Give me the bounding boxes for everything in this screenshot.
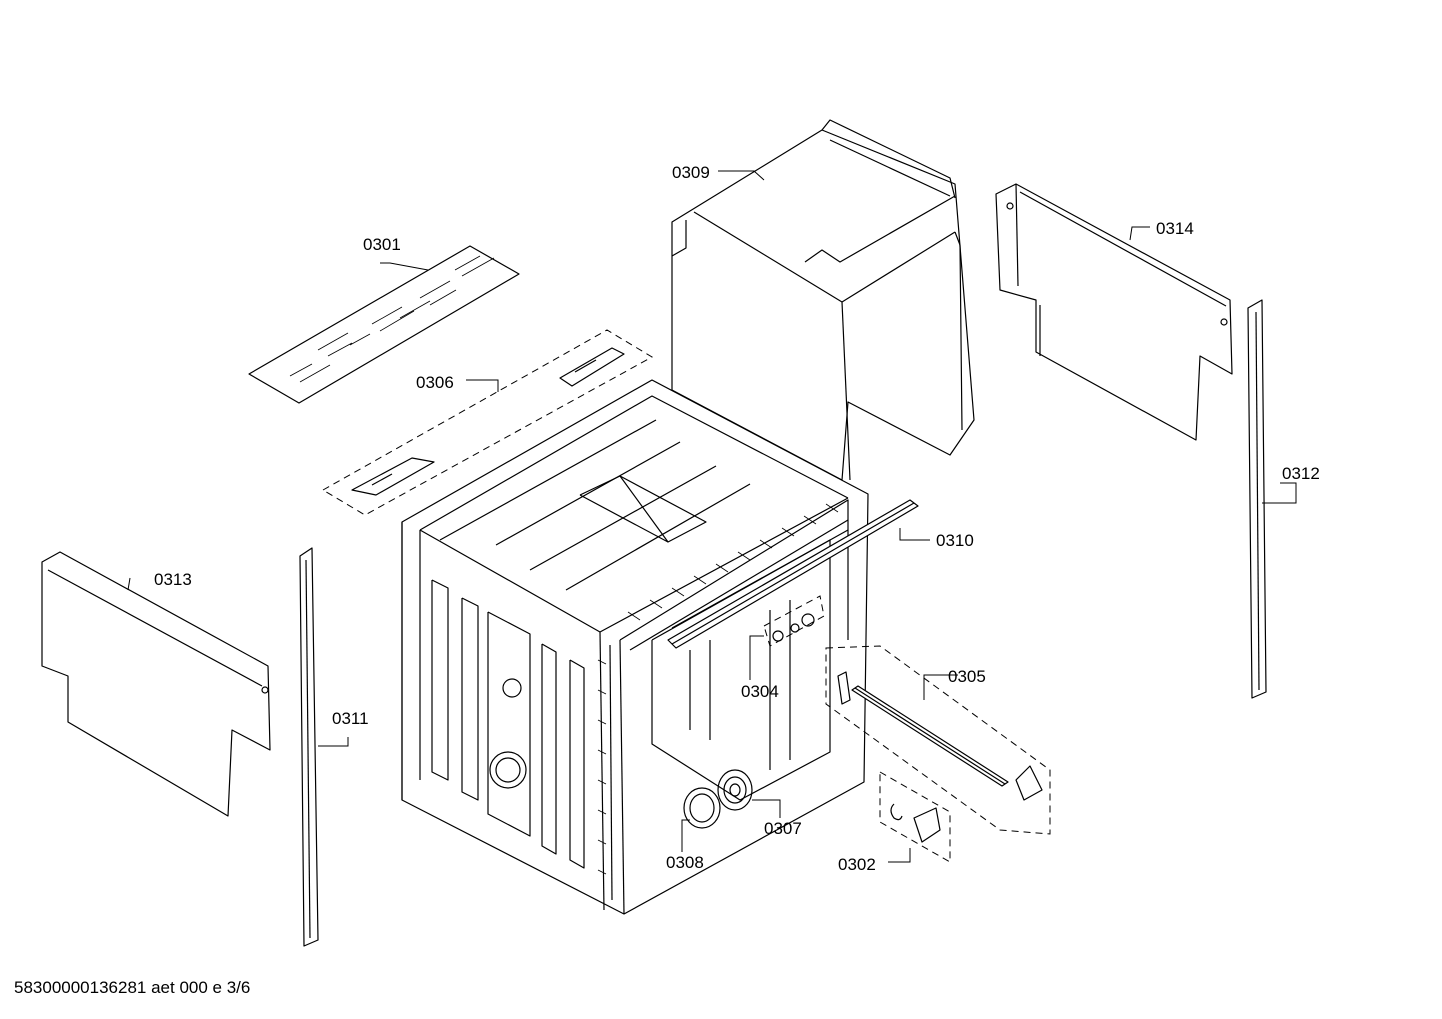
label-0310: 0310 bbox=[936, 531, 974, 550]
part-0301-insulation-mat[interactable] bbox=[248, 245, 520, 404]
part-0302-holder-set[interactable] bbox=[879, 771, 951, 863]
part-0305-telescopic-rail-set[interactable] bbox=[825, 645, 1051, 835]
leader-lines bbox=[127, 170, 1297, 863]
label-0304: 0304 bbox=[741, 682, 779, 701]
label-0301: 0301 bbox=[363, 235, 401, 254]
label-0308: 0308 bbox=[666, 853, 704, 872]
label-0302: 0302 bbox=[838, 855, 876, 874]
label-0314: 0314 bbox=[1156, 219, 1194, 238]
part-0312-trim-strip-right[interactable] bbox=[1247, 299, 1267, 699]
label-0311: 0311 bbox=[332, 709, 369, 728]
label-0305: 0305 bbox=[948, 667, 986, 686]
label-0306: 0306 bbox=[416, 373, 454, 392]
label-0309: 0309 bbox=[672, 163, 710, 182]
part-0307-lamp-ring[interactable] bbox=[717, 769, 753, 811]
document-id-footer: 58300000136281 aet 000 e 3/6 bbox=[14, 978, 251, 997]
oven-cavity[interactable] bbox=[401, 379, 869, 915]
part-0311-trim-strip-left[interactable] bbox=[299, 547, 319, 947]
part-0308-seal-ring[interactable] bbox=[683, 787, 721, 829]
part-0306-bracket-set[interactable] bbox=[322, 329, 654, 516]
part-0310-rail[interactable] bbox=[667, 499, 919, 649]
part-0309-insulation-cover[interactable] bbox=[671, 119, 975, 481]
part-0313-side-panel-left[interactable] bbox=[41, 551, 271, 817]
part-0304-fittings[interactable] bbox=[763, 595, 825, 647]
label-0307: 0307 bbox=[764, 819, 802, 838]
label-0313: 0313 bbox=[154, 570, 192, 589]
label-0312: 0312 bbox=[1282, 464, 1320, 483]
part-0314-side-panel-right[interactable] bbox=[995, 183, 1233, 441]
